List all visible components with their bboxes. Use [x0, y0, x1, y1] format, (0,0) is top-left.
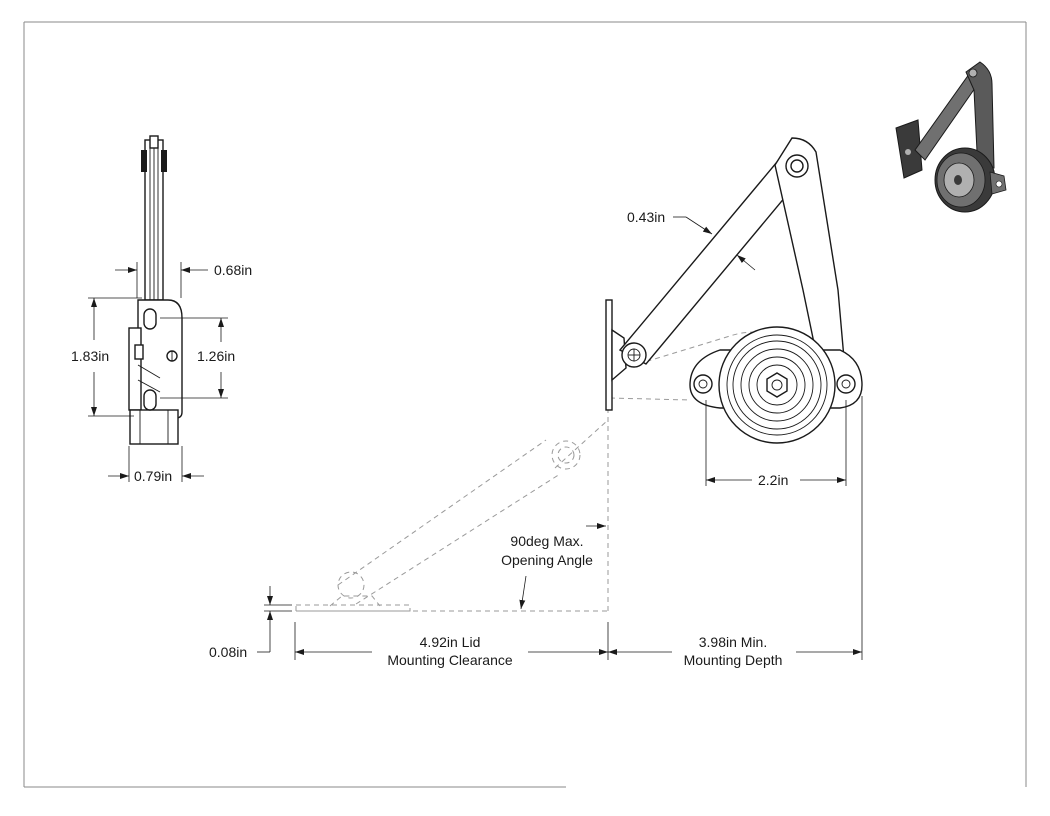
dim-mounting-depth-line2: Mounting Depth: [684, 652, 783, 668]
dim-base-hole-spacing: 2.2in: [758, 472, 788, 488]
dim-side-top-width: 0.68in: [214, 262, 252, 278]
dim-side-slot-spacing: 1.26in: [197, 348, 235, 364]
dim-side-bottom-width: 0.79in: [134, 468, 172, 484]
sheet-frame: [23, 21, 1027, 788]
dim-arm-width: 0.43in: [627, 209, 665, 225]
lid-bracket: [605, 299, 627, 411]
isometric-view: [895, 61, 1007, 213]
dim-lid-clearance-line1: 4.92in Lid: [420, 634, 481, 650]
side-view-dimensions: 0.68in 1.83in 1.26in 0.79in: [71, 262, 252, 484]
dim-opening-angle-line2: Opening Angle: [501, 552, 593, 568]
damper-base: [689, 326, 863, 444]
dim-opening-angle-line1: 90deg Max.: [510, 533, 583, 549]
dim-mounting-depth-line1: 3.98in Min.: [699, 634, 767, 650]
dim-side-overall-height: 1.83in: [71, 348, 109, 364]
front-view-dimensions: 0.43in 2.2in 0.08in 4.92in Lid Mounting …: [209, 209, 863, 668]
side-view: [128, 135, 183, 445]
dim-lid-thickness: 0.08in: [209, 644, 247, 660]
dim-lid-clearance-line2: Mounting Clearance: [387, 652, 513, 668]
support-arm: [618, 137, 846, 373]
phantom-open-position: [295, 331, 769, 612]
